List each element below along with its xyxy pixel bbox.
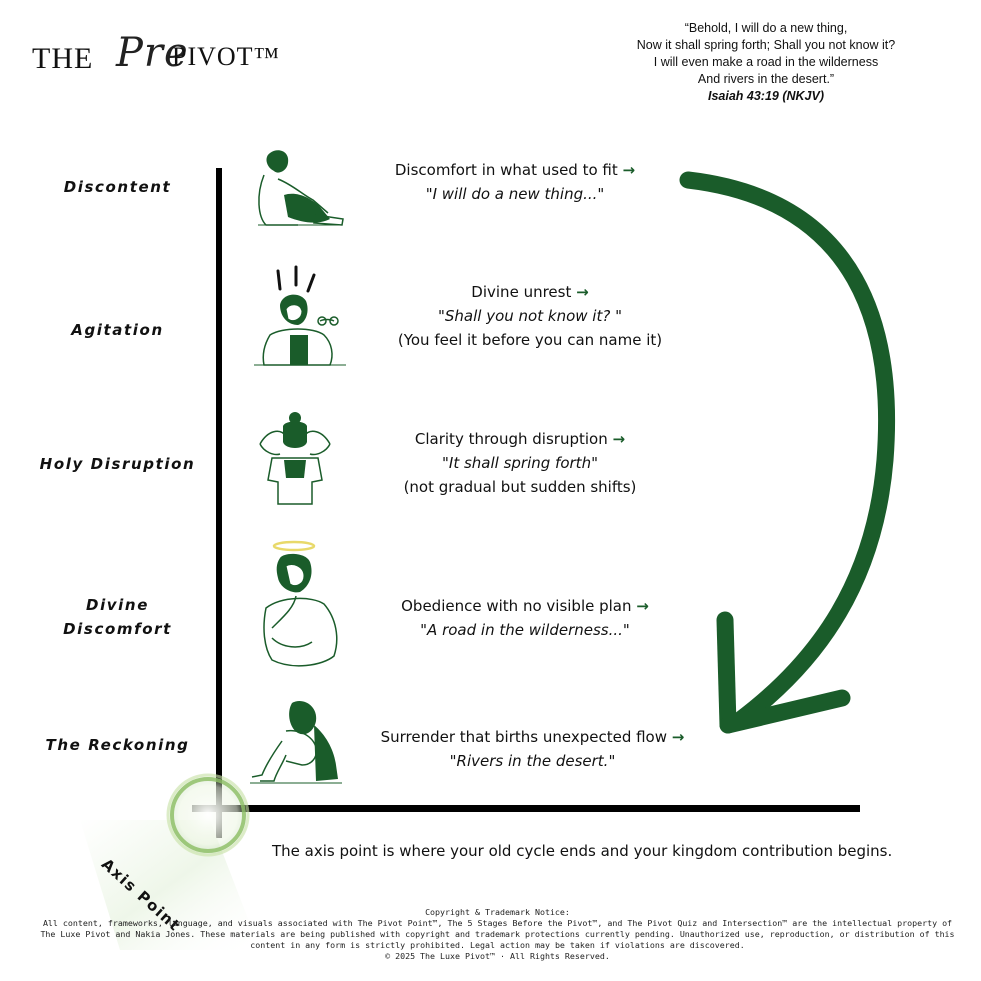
verse-reference: Isaiah 43:19 (NKJV): [707, 89, 825, 103]
stage-label-line: Holy Disruption: [39, 455, 196, 473]
curved-arrow-icon: [679, 171, 896, 734]
copyright-body: All content, frameworks, language, and v…: [40, 918, 955, 950]
stage-label-line: Discomfort: [63, 620, 172, 638]
stage-desc-text: Surrender that births unexpected flow: [380, 728, 668, 746]
right-arrow-icon: →: [612, 430, 626, 448]
logo-pivot: PIVOT™: [172, 42, 281, 71]
stage-desc-text: Divine unrest: [471, 283, 572, 301]
stage-label-the-reckoning: The Reckoning: [30, 733, 205, 757]
axis-point-glow-icon: [80, 773, 260, 950]
stage-desc-text: Clarity through disruption: [414, 430, 608, 448]
stage-label-agitation: Agitation: [30, 318, 205, 342]
stage-description-agitation: Divine unrest → "Shall you not know it? …: [370, 280, 690, 352]
stage-label-line: Agitation: [71, 321, 164, 339]
woman-with-halo-icon: [263, 540, 338, 667]
stage-extra: (not gradual but sudden shifts): [403, 478, 637, 496]
logo-the: THE: [32, 42, 94, 75]
stage-description-holy-disruption: Clarity through disruption → "It shall s…: [360, 427, 680, 499]
stage-quote: "I will do a new thing...": [425, 185, 605, 203]
copyright-notice: Copyright & Trademark Notice: All conten…: [40, 907, 955, 962]
scripture-verse: “Behold, I will do a new thing, Now it s…: [596, 20, 936, 105]
vertical-axis: [216, 168, 222, 838]
right-arrow-icon: →: [576, 283, 589, 301]
right-arrow-icon: →: [671, 728, 685, 746]
axis-note: The axis point is where your old cycle e…: [272, 842, 893, 860]
copyright-heading: Copyright & Trademark Notice:: [425, 907, 570, 917]
verse-line: I will even make a road in the wildernes…: [653, 55, 879, 69]
stage-label-line: Discontent: [63, 178, 172, 196]
stage-quote: "Shall you not know it? ": [438, 307, 622, 325]
stage-desc-text: Discomfort in what used to fit: [394, 161, 618, 179]
horizontal-axis: [192, 805, 860, 812]
stage-quote: "Rivers in the desert.": [449, 752, 616, 770]
right-arrow-icon: →: [636, 597, 649, 615]
stage-extra: (You feel it before you can name it): [397, 331, 663, 349]
stage-label-discontent: Discontent: [30, 175, 205, 199]
stage-quote: "It shall spring forth": [442, 454, 598, 472]
right-arrow-icon: →: [622, 161, 636, 179]
woman-sitting-head-on-knees-icon: [250, 701, 342, 784]
stage-description-the-reckoning: Surrender that births unexpected flow → …: [360, 725, 705, 773]
stage-description-discontent: Discomfort in what used to fit → "I will…: [360, 158, 670, 206]
stage-quote: "A road in the wilderness...": [420, 621, 630, 639]
stage-label-divine-discomfort: Divine Discomfort: [30, 593, 205, 641]
woman-hands-on-head-icon: [259, 412, 331, 505]
verse-line: “Behold, I will do a new thing,: [684, 21, 848, 35]
logo-pre-script: Pre: [116, 30, 189, 76]
copyright-footer: © 2025 The Luxe Pivot™ · All Rights Rese…: [385, 951, 610, 961]
woman-sitting-hugging-knees-icon: [258, 150, 344, 226]
stage-description-divine-discomfort: Obedience with no visible plan → "A road…: [365, 594, 685, 642]
stage-desc-text: Obedience with no visible plan: [401, 597, 632, 615]
stage-label-holy-disruption: Holy Disruption: [30, 452, 205, 476]
verse-line: And rivers in the desert.”: [697, 72, 835, 86]
stage-label-line: Divine: [86, 596, 149, 614]
stage-label-line: The Reckoning: [45, 736, 190, 754]
verse-line: Now it shall spring forth; Shall you not…: [636, 38, 896, 52]
woman-holding-glasses-icon: [254, 265, 346, 366]
